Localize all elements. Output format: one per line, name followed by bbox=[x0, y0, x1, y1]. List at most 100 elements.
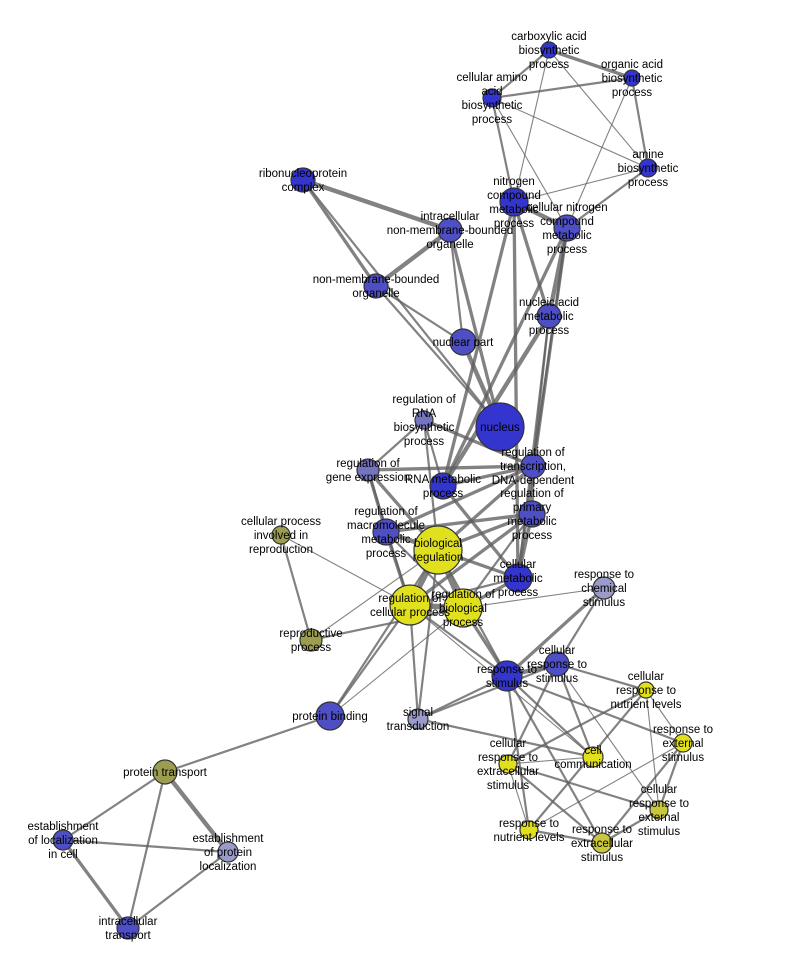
node-label-protein-transport: protein transport bbox=[123, 767, 208, 779]
graph-node-organic-acid-biosynthetic-process[interactable] bbox=[623, 69, 641, 87]
graph-node-cellular-metabolic-process[interactable] bbox=[503, 563, 533, 593]
graph-node-cellular-response-to-stimulus[interactable] bbox=[544, 651, 570, 677]
graph-edge-non-membrane-bounded-organelle--nucleus bbox=[374, 284, 502, 429]
graph-edge-ribonucleoprotein-complex--intracellular-non-membrane-bounded-organelle bbox=[300, 177, 453, 233]
graph-edge-amine-biosynthetic-process--cellular-nitrogen-compound-metabolic-process bbox=[565, 166, 650, 230]
graph-node-ribonucleoprotein-complex[interactable] bbox=[290, 167, 316, 193]
graph-node-cellular-response-to-nutrient-levels[interactable] bbox=[637, 681, 655, 699]
graph-edge-organic-acid-biosynthetic-process--cellular-nitrogen-compound-metabolic-process bbox=[566, 77, 633, 229]
graph-node-response-to-nutrient-levels[interactable] bbox=[519, 820, 539, 840]
graph-edge-intracellular-non-membrane-bounded-organelle--non-membrane-bounded-organelle bbox=[373, 227, 453, 289]
node-label-nucleus: nucleus bbox=[480, 422, 520, 434]
graph-node-protein-binding[interactable] bbox=[315, 701, 345, 731]
graph-node-protein-transport[interactable] bbox=[152, 759, 178, 785]
graph-node-cellular-process-involved-in-reproduction[interactable] bbox=[271, 525, 291, 545]
graph-node-establishment-of-localization-in-cell[interactable] bbox=[52, 829, 74, 851]
graph-node-regulation-of-macromolecule-metabolic-process[interactable] bbox=[372, 518, 400, 546]
graph-edge-response-to-stimulus--cell-communication bbox=[505, 674, 595, 759]
graph-node-nitrogen-compound-metabolic-process[interactable] bbox=[499, 187, 529, 217]
graph-node-establishment-of-protein-localization[interactable] bbox=[217, 841, 239, 863]
graph-edge-nitrogen-compound-metabolic-process--nucleic-acid-metabolic-process bbox=[512, 200, 551, 318]
graph-node-regulation-of-cellular-process[interactable] bbox=[389, 584, 431, 626]
graph-edge-cellular-response-to-extracellular-stimulus--cell-communication bbox=[507, 756, 594, 765]
graph-node-regulation-of-rna-biosynthetic-process[interactable] bbox=[414, 410, 434, 430]
graph-edge-cellular-response-to-stimulus--signal-transduction bbox=[416, 662, 559, 721]
graph-edge-carboxylic-acid-biosynthetic-process--organic-acid-biosynthetic-process bbox=[547, 48, 634, 80]
graph-node-nucleus[interactable] bbox=[475, 402, 525, 452]
graph-node-response-to-stimulus[interactable] bbox=[491, 660, 523, 692]
graph-edge-cell-communication--signal-transduction bbox=[416, 717, 595, 759]
graph-node-nuclear-part[interactable] bbox=[449, 328, 477, 356]
graph-edge-carboxylic-acid-biosynthetic-process--amine-biosynthetic-process bbox=[548, 49, 649, 169]
graph-edge-response-to-chemical-stimulus--regulation-of-biological-process bbox=[462, 587, 605, 609]
graph-edge-nitrogen-compound-metabolic-process--rna-metabolic-process bbox=[441, 200, 516, 488]
graph-edge-carboxylic-acid-biosynthetic-process--cellular-amino-acid-biosynthetic-process bbox=[490, 48, 551, 100]
graph-node-cellular-amino-acid-biosynthetic-process[interactable] bbox=[482, 88, 502, 108]
graph-node-response-to-extracellular-stimulus[interactable] bbox=[591, 832, 613, 854]
graph-edge-intracellular-non-membrane-bounded-organelle--nucleus bbox=[448, 228, 502, 429]
graph-edge-regulation-of-primary-metabolic-process--regulation-of-cellular-process bbox=[408, 512, 534, 607]
graph-node-cellular-response-to-extracellular-stimulus[interactable] bbox=[498, 754, 518, 774]
graph-node-rna-metabolic-process[interactable] bbox=[429, 472, 457, 500]
graph-node-non-membrane-bounded-organelle[interactable] bbox=[363, 273, 389, 299]
graph-node-regulation-of-biological-process[interactable] bbox=[443, 588, 483, 628]
graph-node-intracellular-transport[interactable] bbox=[116, 916, 140, 940]
graph-edge-protein-binding--protein-transport bbox=[163, 714, 332, 774]
graph-edge-response-to-stimulus--response-to-extracellular-stimulus bbox=[505, 674, 604, 845]
graph-edge-cellular-response-to-extracellular-stimulus--response-to-extracellular-stimulus bbox=[506, 762, 604, 845]
graph-edge-cellular-amino-acid-biosynthetic-process--cellular-nitrogen-compound-metabolic-process bbox=[491, 97, 568, 229]
graph-edge-intracellular-non-membrane-bounded-organelle--nuclear-part bbox=[448, 228, 465, 344]
graph-edge-establishment-of-localization-in-cell--establishment-of-protein-localization bbox=[61, 838, 230, 854]
graph-edge-protein-binding--regulation-of-biological-process bbox=[329, 607, 464, 717]
graph-node-cellular-nitrogen-compound-metabolic-process[interactable] bbox=[553, 214, 581, 242]
graph-node-biological-regulation[interactable] bbox=[413, 525, 463, 575]
graph-node-reproductive-process[interactable] bbox=[299, 628, 323, 652]
graph-node-regulation-of-gene-expression[interactable] bbox=[356, 458, 380, 482]
graph-node-signal-transduction[interactable] bbox=[407, 708, 429, 730]
edge-layer bbox=[61, 48, 685, 930]
graph-edge-organic-acid-biosynthetic-process--amine-biosynthetic-process bbox=[630, 76, 650, 170]
graph-edge-regulation-of-transcription-dna-dependent--regulation-of-gene-expression bbox=[366, 464, 535, 472]
graph-edge-non-membrane-bounded-organelle--nuclear-part bbox=[374, 284, 465, 344]
graph-node-cell-communication[interactable] bbox=[582, 746, 604, 768]
graph-edge-regulation-of-primary-metabolic-process--regulation-of-macromolecule-metabolic-process bbox=[384, 512, 534, 534]
graph-edge-response-to-external-stimulus--cellular-response-to-external-stimulus bbox=[657, 741, 685, 812]
graph-node-intracellular-non-membrane-bounded-organelle[interactable] bbox=[437, 217, 463, 243]
graph-node-response-to-external-stimulus[interactable] bbox=[673, 733, 693, 753]
graph-edge-ribonucleoprotein-complex--non-membrane-bounded-organelle bbox=[301, 178, 378, 288]
graph-edge-cellular-process-involved-in-reproduction--reproductive-process bbox=[279, 533, 313, 642]
graph-node-carboxylic-acid-biosynthetic-process[interactable] bbox=[540, 41, 558, 59]
graph-edge-organic-acid-biosynthetic-process--cellular-amino-acid-biosynthetic-process bbox=[490, 76, 634, 100]
graph-node-regulation-of-primary-metabolic-process[interactable] bbox=[518, 500, 546, 528]
graph-node-nucleic-acid-metabolic-process[interactable] bbox=[536, 303, 562, 329]
graph-node-regulation-of-transcription-dna-dependent[interactable] bbox=[520, 453, 546, 479]
graph-node-cellular-response-to-external-stimulus[interactable] bbox=[649, 800, 669, 820]
graph-node-response-to-chemical-stimulus[interactable] bbox=[592, 576, 616, 600]
graph-node-amine-biosynthetic-process[interactable] bbox=[638, 158, 658, 178]
